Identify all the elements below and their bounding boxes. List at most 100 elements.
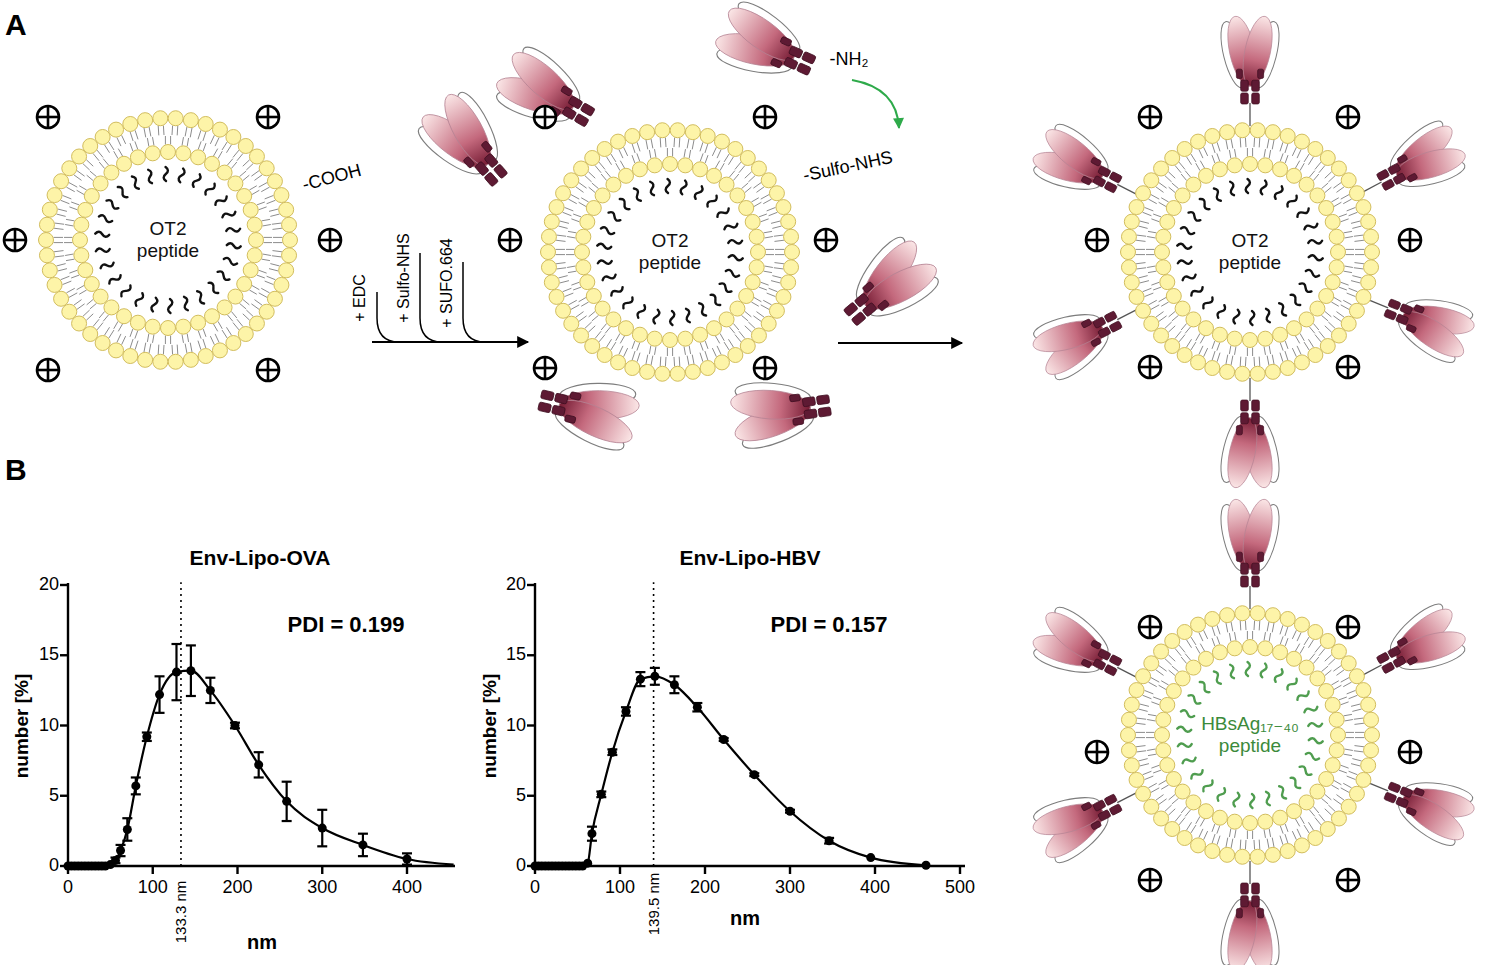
lipid-tail <box>620 161 624 168</box>
peptide-cargo <box>95 167 241 313</box>
fc-domain <box>851 312 866 326</box>
lipid-head <box>161 145 176 160</box>
lipid-head <box>279 263 294 278</box>
lipid-head <box>1258 158 1273 173</box>
lipid-head <box>205 309 220 324</box>
lipid-head <box>1273 645 1288 660</box>
fc-domain <box>877 300 889 312</box>
lipid-tail <box>1144 690 1153 693</box>
lipid-tail <box>601 174 606 181</box>
lipid-head <box>54 291 69 306</box>
lipid-head <box>117 309 132 324</box>
lipid-tail <box>243 175 250 180</box>
lipid-tail <box>149 127 151 136</box>
lipid-head <box>1319 201 1334 216</box>
fab-lobe <box>1238 497 1278 572</box>
fab-lobe <box>1393 625 1469 669</box>
lipid-tail <box>1334 780 1341 784</box>
antibody <box>1216 497 1285 587</box>
lipid-tail <box>1151 678 1159 683</box>
lipid-tail <box>265 195 274 198</box>
lipid-tail <box>130 132 133 141</box>
x-tick <box>152 866 154 874</box>
lipid-tail <box>1339 214 1347 217</box>
lipid-tail <box>1272 140 1274 149</box>
lipid-head <box>95 336 110 351</box>
lipid-tail <box>77 285 84 289</box>
lipid-tail <box>1325 326 1332 333</box>
lipid-tail <box>735 162 741 169</box>
lipid-tail <box>122 336 126 345</box>
lipid-tail <box>1169 187 1176 192</box>
data-point <box>131 781 140 790</box>
lipid-head <box>176 319 191 334</box>
linker-line <box>1249 861 1250 884</box>
lipid-tail <box>557 235 566 236</box>
lipid-tail <box>568 199 576 204</box>
fc-domain <box>1081 659 1092 669</box>
lipid-tail <box>571 305 579 310</box>
lipid-tail <box>1136 249 1146 250</box>
lipid-tail <box>213 149 217 156</box>
lipid-head <box>1186 660 1201 675</box>
lipid-tail <box>135 341 138 350</box>
lipid-head <box>1365 245 1380 260</box>
peptide-squiggle <box>1274 668 1284 683</box>
lipid-head <box>145 319 160 334</box>
lipid-head <box>1325 758 1340 773</box>
lipid-head <box>1124 214 1139 229</box>
lipid-tail <box>1186 822 1191 830</box>
fc-domain <box>818 407 831 417</box>
antibody <box>1022 596 1134 698</box>
error-cap <box>254 751 264 753</box>
lipid-head <box>138 352 153 367</box>
lipid-head <box>1331 245 1346 260</box>
charge-circle <box>534 357 556 379</box>
lipid-head <box>625 128 640 143</box>
lipid-tail <box>1267 839 1269 848</box>
lipid-head <box>1227 641 1242 656</box>
lipid-tail <box>637 343 640 351</box>
lipid-tail <box>1264 830 1265 838</box>
lipid-tail <box>1143 212 1152 215</box>
lipid-tail <box>1165 322 1172 329</box>
error-cap <box>587 826 597 828</box>
lipid-tails <box>54 126 283 355</box>
lipid-tail <box>687 139 689 148</box>
peptide-squiggle <box>1178 259 1193 266</box>
charge-circle <box>1139 106 1161 128</box>
lipid-tail <box>1269 150 1270 158</box>
lipid-tail <box>700 142 703 151</box>
lipid-tail <box>1151 282 1159 285</box>
lipid-tail <box>79 290 86 294</box>
lipid-tail <box>55 256 64 257</box>
peptide-squiggle <box>1177 243 1191 249</box>
charge-circle <box>1337 616 1359 638</box>
lipid-tail <box>585 322 592 329</box>
peptide-squiggle <box>1308 239 1323 246</box>
fc-domain <box>568 96 583 110</box>
lipid-tail <box>759 214 767 217</box>
lipid-head <box>1308 141 1323 156</box>
lipid-tail <box>774 263 783 264</box>
x-tick <box>619 866 621 874</box>
positive-charge <box>1399 229 1421 251</box>
lipid-tail <box>1247 631 1248 640</box>
lipid-tail <box>766 249 775 250</box>
lipid-head <box>274 188 289 203</box>
lipid-tail <box>1191 154 1196 162</box>
lipid-tail <box>257 275 265 278</box>
lipid-tail <box>1147 266 1155 267</box>
peptide-squiggle <box>1190 768 1204 780</box>
lipid-head <box>580 275 595 290</box>
lipid-tail <box>231 162 236 169</box>
peptide-squiggle <box>1309 255 1323 261</box>
lipid-tail <box>1344 271 1352 272</box>
peptide-squiggle <box>134 292 144 307</box>
lipid-tail <box>1272 355 1274 364</box>
lipid-head <box>784 260 799 275</box>
lipid-tail <box>558 226 567 228</box>
peptide-squiggle <box>724 222 739 232</box>
lipid-tail <box>637 353 640 362</box>
charge-circle <box>1139 869 1161 891</box>
